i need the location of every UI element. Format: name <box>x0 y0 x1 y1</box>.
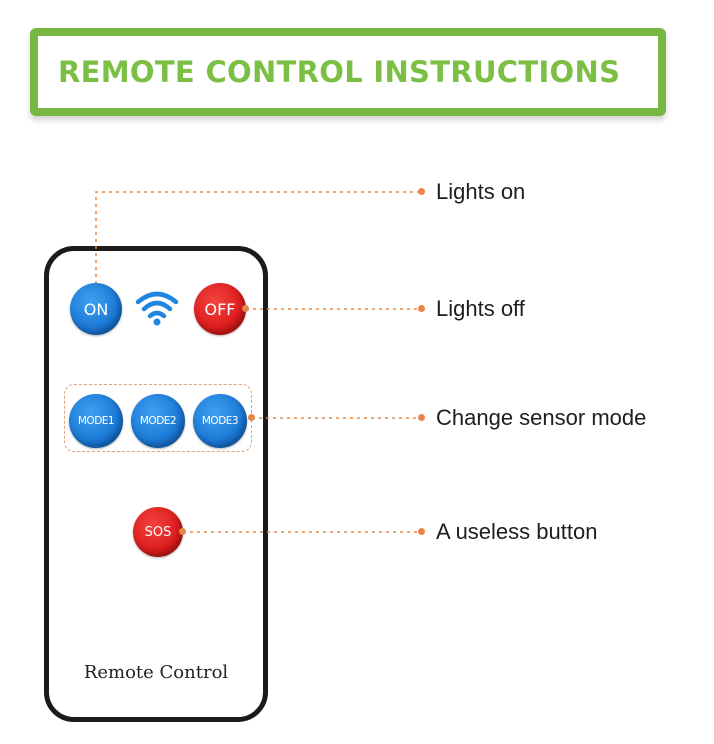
mode2-button[interactable]: MODE2 <box>131 394 185 448</box>
anchor-dot-sos <box>179 528 186 535</box>
callout-lights-on: Lights on <box>436 179 526 204</box>
mode1-button[interactable]: MODE1 <box>69 394 123 448</box>
on-button[interactable]: ON <box>70 283 122 335</box>
off-button[interactable]: OFF <box>194 283 246 335</box>
callout-lights-off: Lights off <box>436 296 525 321</box>
wifi-icon <box>135 291 179 326</box>
callout-useless-button: A useless button <box>436 519 598 544</box>
anchor-dot-off <box>242 305 249 312</box>
leader-lights-on <box>95 191 420 284</box>
callout-dot-lights-on <box>418 188 425 195</box>
remote-label: Remote Control <box>83 662 229 683</box>
callout-dot-lights-off <box>418 305 425 312</box>
callout-dot-useless <box>418 528 425 535</box>
callout-change-mode: Change sensor mode <box>436 405 647 430</box>
mode3-button[interactable]: MODE3 <box>193 394 247 448</box>
sos-button[interactable]: SOS <box>133 507 183 557</box>
banner-title: REMOTE CONTROL INSTRUCTIONS <box>58 55 621 89</box>
anchor-dot-mode <box>248 414 255 421</box>
callout-dot-change-mode <box>418 414 425 421</box>
title-banner: REMOTE CONTROL INSTRUCTIONS <box>30 28 666 116</box>
